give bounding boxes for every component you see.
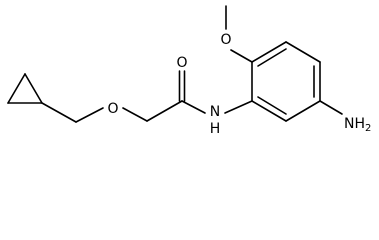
bond-ch2-carbonyl: [146, 100, 183, 122]
bond-ring-inner-1: [257, 48, 287, 67]
bond-cyclopropyl-2: [7, 73, 26, 104]
chemical-structure: O O O N H NH2: [7, 5, 371, 137]
carbonyl-oxygen-label: O: [176, 55, 187, 71]
bond-cyclopropyl-3: [24, 73, 43, 104]
ether-oxygen-label: O: [107, 101, 118, 117]
bond-ring-ch2: [41, 102, 77, 123]
amine-subscript-label: 2: [365, 123, 371, 134]
bond-ring-3: [285, 41, 321, 63]
bond-ring-inner-3: [257, 96, 287, 115]
bond-carbonyl-n: [181, 100, 206, 114]
methoxy-oxygen-label: O: [220, 32, 231, 48]
amide-hydrogen-label: H: [210, 121, 221, 137]
bond-ring-methoxy-o: [230, 49, 253, 63]
amine-nh-label: NH: [344, 116, 365, 132]
bond-ether-o-ch2: [122, 107, 148, 122]
bond-ring-amine: [319, 100, 343, 115]
bond-ring-2: [251, 41, 287, 63]
bond-ring-6: [251, 100, 287, 122]
bonds: [7, 5, 343, 123]
amide-nitrogen-label: N: [210, 104, 220, 120]
bond-ch2-ether-o: [75, 107, 104, 123]
bond-ring-5: [285, 100, 321, 122]
bond-n-ring: [224, 100, 253, 114]
atom-labels: O O O N H NH2: [107, 32, 371, 137]
amine-label: NH2: [344, 116, 371, 134]
